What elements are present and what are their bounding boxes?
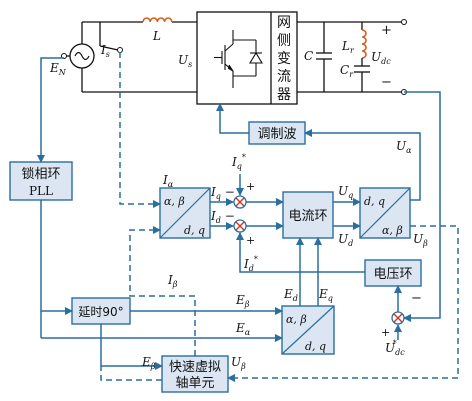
wire-id-ref	[236, 232, 365, 273]
u-beta-virtual-label: Uβ	[231, 355, 246, 371]
t3-bottom: d, q	[305, 340, 326, 353]
svg-text:器: 器	[277, 87, 291, 103]
c-label: C	[304, 49, 313, 63]
svg-text:侧: 侧	[277, 33, 291, 49]
svg-text:变: 变	[277, 51, 291, 67]
igbt-icon	[214, 30, 263, 88]
wire-u-beta	[227, 225, 459, 382]
udc-sum-plus: +	[381, 326, 390, 339]
id-ref-label: Id*	[243, 255, 258, 273]
virtual-axis-label-1: 快速虚拟	[169, 360, 221, 375]
us-label: Us	[178, 53, 192, 69]
voltage-loop-block	[364, 259, 422, 287]
iq-ref-label: Iq*	[231, 153, 246, 171]
pll-label-2: PLL	[29, 184, 53, 198]
i-alpha-label: Iα	[162, 173, 174, 189]
i-beta-label: Iβ	[167, 273, 178, 289]
current-loop-block	[282, 191, 334, 239]
ac-source-icon	[69, 43, 95, 69]
t2-top: d, q	[364, 195, 385, 208]
wire-e-beta-virtual	[100, 324, 163, 370]
sum-junction-q	[233, 195, 247, 209]
udc-plus: +	[381, 23, 392, 38]
t3-top: α, β	[286, 313, 307, 326]
wire-i-beta	[129, 226, 196, 356]
iq-label: Iq −	[210, 185, 235, 201]
u-alpha-label: Uα	[396, 139, 412, 155]
wire-pll-delay	[40, 200, 73, 315]
power-circuit: EN Is L Us 网 侧	[49, 11, 407, 105]
wire-virtual-loop	[100, 366, 162, 381]
uq-label: Uq	[338, 184, 353, 200]
ed-label: Ed	[283, 287, 298, 303]
t1-top: α, β	[164, 195, 185, 208]
pll-label-1: 锁相环	[21, 166, 60, 182]
wire-is-transform	[119, 52, 161, 208]
udc-label: Udc	[371, 50, 391, 66]
e-beta-virtual-label: Eβ	[141, 355, 156, 371]
converter-label: 网 侧 变 流 器	[277, 15, 291, 103]
delay-label: 延时90°	[78, 305, 123, 319]
udc-minus: −	[381, 75, 392, 90]
id-plus: +	[246, 234, 255, 247]
udc-ref-label: Udc*	[385, 339, 405, 357]
svg-text:流: 流	[277, 69, 291, 85]
en-label: EN	[49, 61, 67, 77]
voltage-loop-label: 电压环	[373, 267, 412, 282]
cr-label: Cr	[340, 63, 354, 79]
udc-sum-minus: −	[411, 291, 422, 306]
wire-en-pll	[37, 57, 64, 163]
iq-plus: +	[246, 180, 255, 193]
grid-side-converter	[196, 11, 298, 105]
current-loop-label: 电流环	[288, 209, 327, 224]
eq-label: Eq	[318, 287, 333, 303]
sum-junction-d	[233, 219, 247, 233]
modulation-label: 调制波	[257, 127, 296, 142]
t2-bottom: α, β	[382, 224, 403, 237]
sum-junction-udc	[391, 311, 405, 325]
inductor-icon	[142, 17, 173, 23]
ud-label: Ud	[338, 232, 353, 248]
e-alpha-label: Eα	[235, 321, 251, 337]
lr-inductor-icon	[361, 29, 367, 59]
u-beta-label: Uβ	[413, 232, 428, 248]
svg-text:网: 网	[277, 15, 291, 31]
l-label: L	[152, 29, 161, 43]
e-beta-label: Eβ	[235, 293, 250, 309]
wire-u-alpha	[304, 129, 421, 201]
wire-udc-meas	[403, 91, 441, 322]
wire-mod-converter	[216, 103, 249, 134]
is-label: Is	[100, 43, 110, 59]
t1-bottom: d, q	[184, 224, 205, 237]
lr-label: Lr	[341, 39, 355, 55]
id-label: Id −	[210, 209, 235, 225]
virtual-axis-label-2: 轴单元	[175, 376, 214, 391]
